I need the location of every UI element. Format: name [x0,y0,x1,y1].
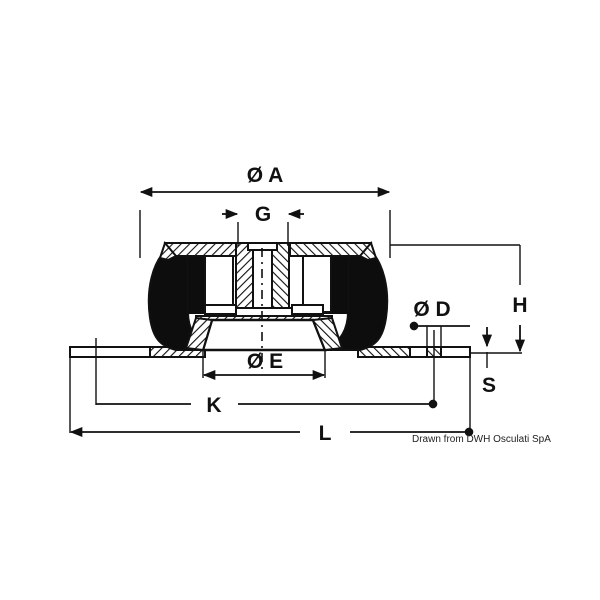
dimension-g: G [222,203,304,246]
dimension-s: S [481,327,496,397]
dimension-label-k: K [206,394,221,417]
rubber-left-lobe [147,246,214,351]
watermark-text: Drawn from DWH Osculati SpA [412,434,551,445]
bore-wall-right [271,242,290,316]
dimension-label-a: Ø A [247,164,284,187]
seat-plate-right [291,304,324,315]
dimension-h: H [390,244,528,354]
cap-right-skirt [358,240,378,262]
seat-plate-left [204,304,237,315]
dimension-diameter-a: Ø A [139,164,391,258]
metal-top-cap [158,240,378,262]
dimension-k: K [95,330,438,417]
dimension-label-g: G [255,203,271,226]
rubber-right-lobe [322,246,389,351]
rubber-voids [204,251,332,313]
pedestal-body [201,318,327,352]
void-left [204,251,234,313]
dimension-diameter-e: Ø E [202,350,326,381]
bore-wall-left [235,242,254,316]
dimension-label-e: Ø E [247,350,283,373]
mount-body-group [69,240,471,370]
dimension-diameter-d: Ø D [409,298,470,352]
flange-right-hatch [357,346,411,358]
central-bore-insert [231,242,295,318]
dimension-label-h: H [512,294,527,317]
lower-pedestal [184,316,344,352]
cap-right-hatch [289,242,373,257]
dimension-label-s: S [482,374,496,397]
void-right [302,251,332,313]
bore-cavity [252,248,273,314]
cap-left-skirt [158,240,178,262]
dimension-l: L [69,347,474,445]
dimension-label-l: L [319,422,332,445]
dimension-label-d: Ø D [413,298,450,321]
